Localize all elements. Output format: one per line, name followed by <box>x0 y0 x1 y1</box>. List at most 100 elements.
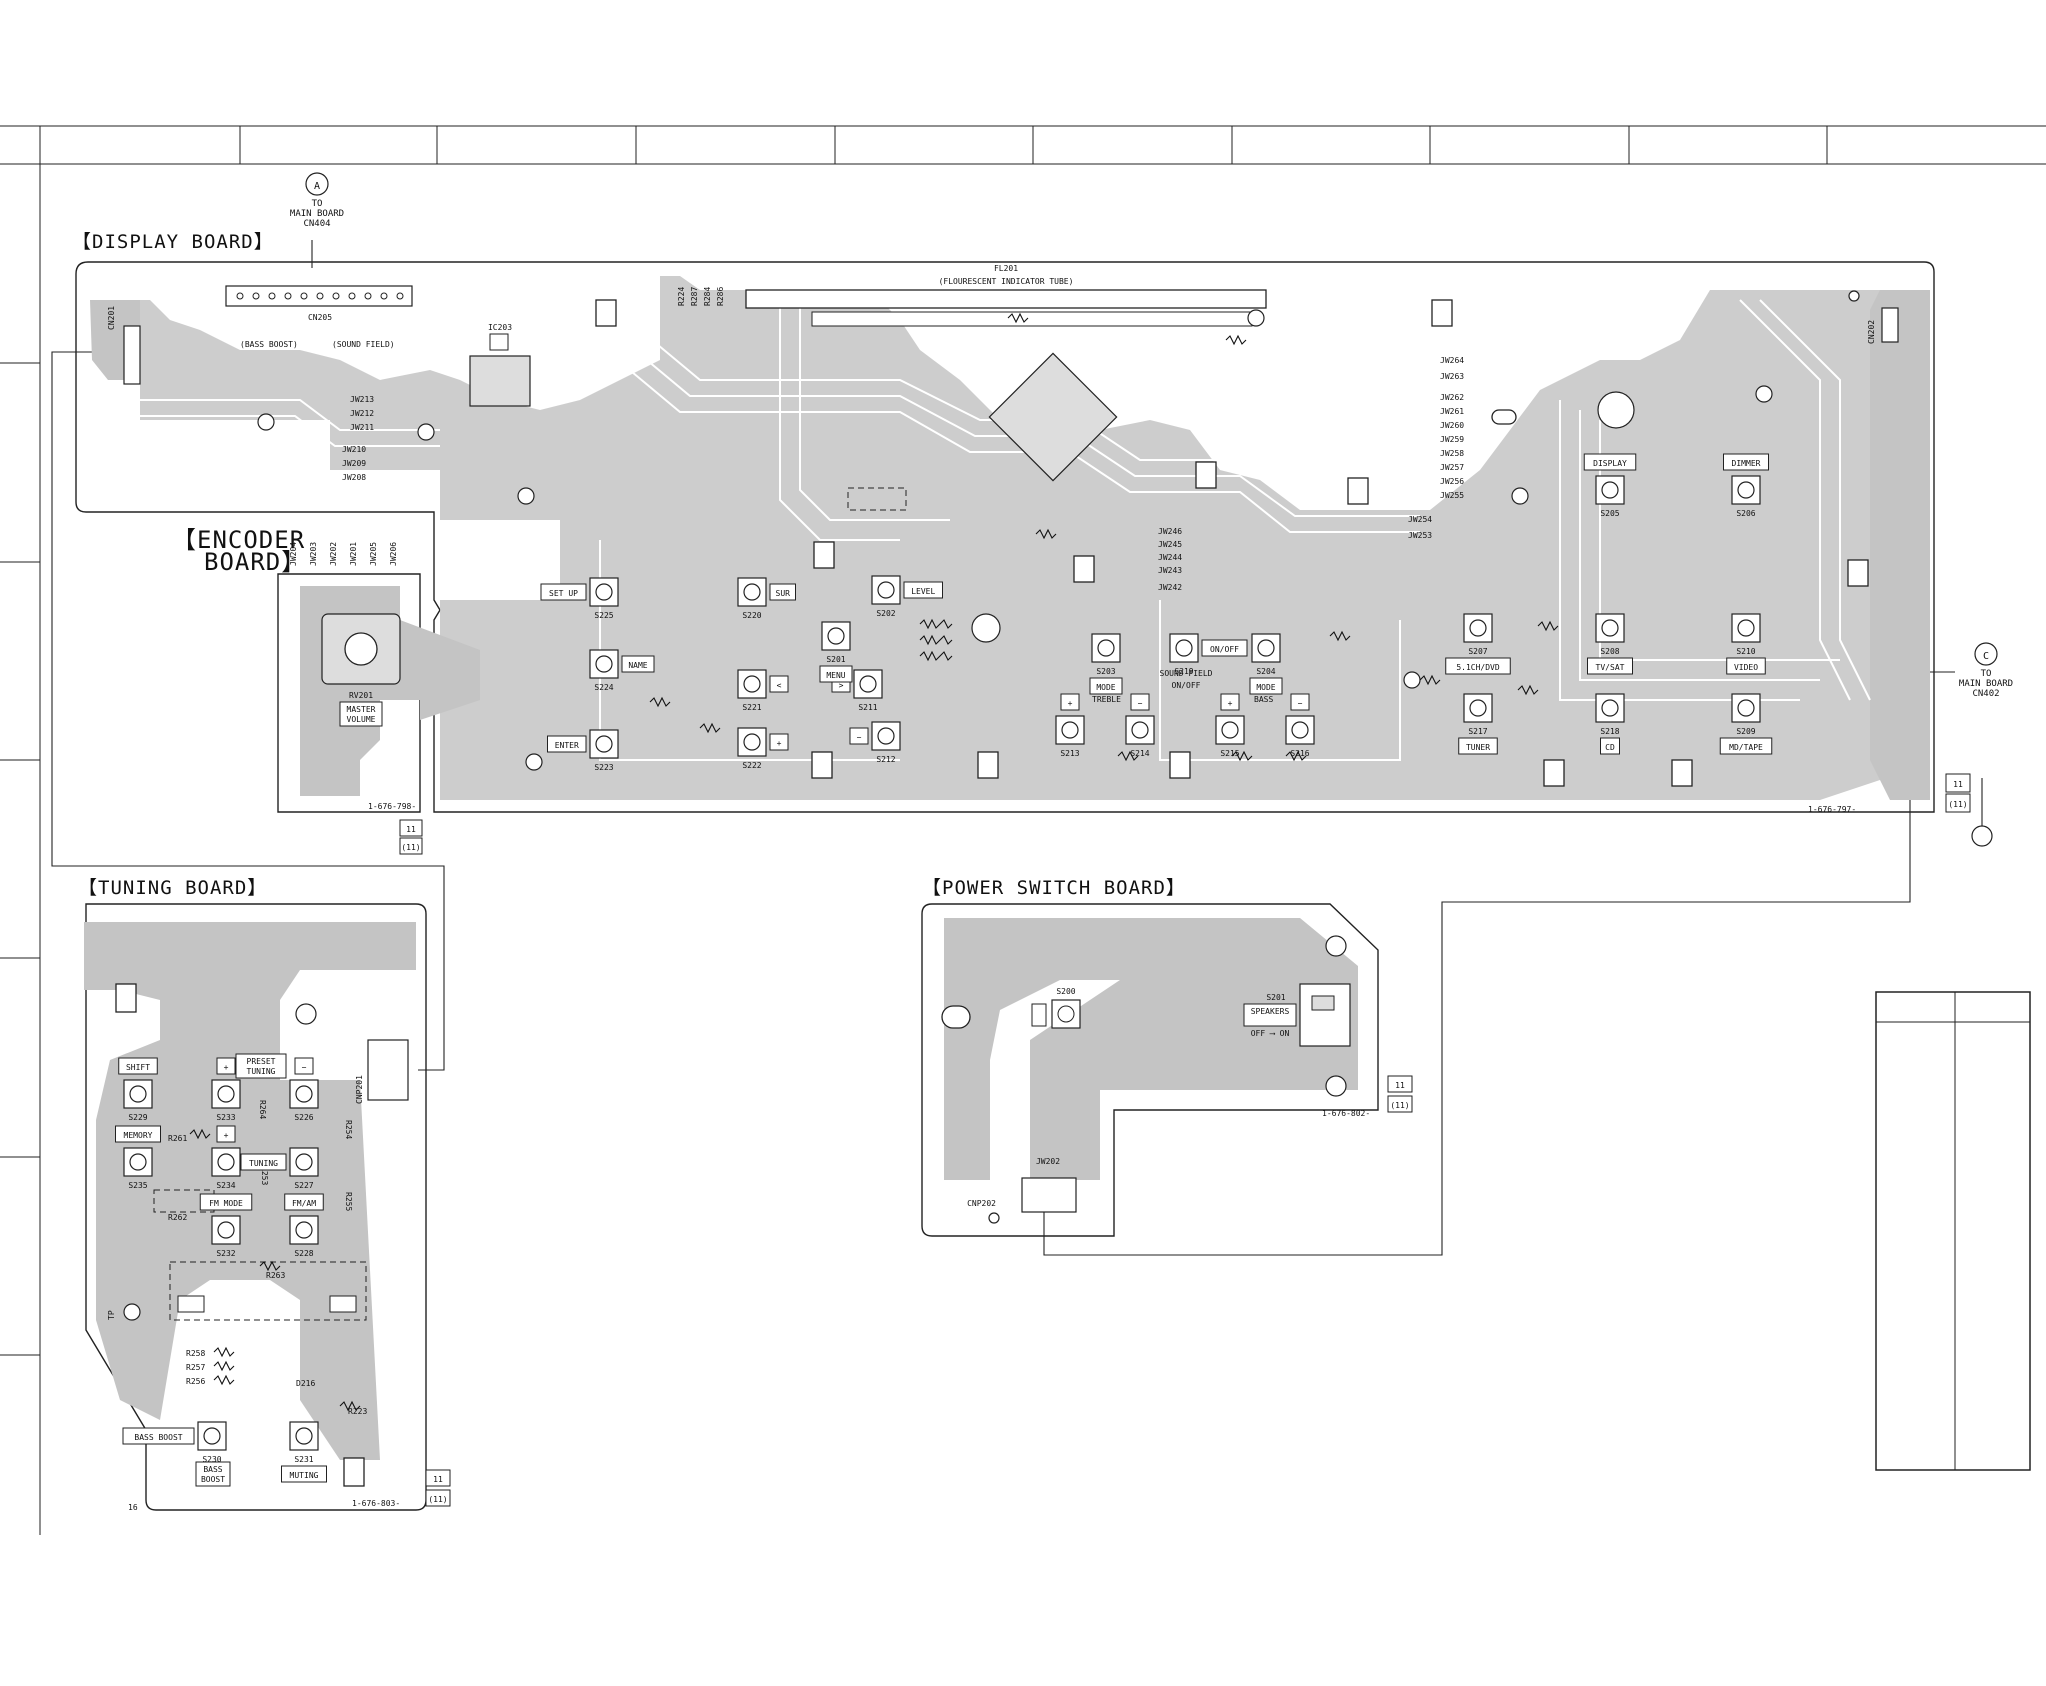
fl-tube-ref: FL201 <box>994 264 1018 273</box>
switch-label: − <box>302 1063 307 1072</box>
switch-ref: S205 <box>1600 509 1619 518</box>
connector-c-cn: CN402 <box>1972 689 1999 699</box>
s201-label: S201 <box>1266 993 1285 1002</box>
switch-label: DISPLAY <box>1593 459 1627 468</box>
preset-tuning-2: TUNING <box>247 1067 276 1076</box>
switch-s226: S226− <box>289 1057 319 1122</box>
switch-label: LEVEL <box>911 587 935 596</box>
encoder-title-1: 【ENCODER <box>172 526 305 554</box>
r256-label: R256 <box>186 1377 205 1386</box>
r257-label: R257 <box>186 1363 205 1372</box>
switch-label: > <box>839 681 844 690</box>
switch-label: + <box>224 1063 229 1072</box>
resistor-label: R284 <box>703 287 712 306</box>
resistor-label: R286 <box>716 287 725 306</box>
switch-label: MENU <box>826 671 845 680</box>
switch-label: SUR <box>776 589 791 598</box>
power-switch-board: 【POWER SWITCH BOARD】 S201 SPEAKERS OFF ⟶… <box>921 877 1413 1237</box>
encoder-sheet: 11 <box>406 825 416 834</box>
switch-s230: S230 BASS BOOST <box>122 1421 227 1464</box>
switch-ref: S224 <box>594 683 613 692</box>
connector-a: A TO MAIN BOARD CN404 <box>290 172 344 229</box>
bass-label: BASS <box>1254 695 1273 704</box>
switch-label: + <box>224 1131 229 1140</box>
r262-label: R262 <box>168 1213 187 1222</box>
tuning-buttons: S229SHIFTS233+S226−S235MEMORYS234+S227TU… <box>115 1057 327 1483</box>
switch-ref: S217 <box>1468 727 1487 736</box>
switch-s213: S213+ <box>1055 693 1085 758</box>
switch-ref: S221 <box>742 703 761 712</box>
switch-label: FM MODE <box>209 1199 243 1208</box>
switch-s212: S212− <box>849 721 901 764</box>
encoder-part-no: 1-676-798- <box>368 802 416 811</box>
speakers-label: SPEAKERS <box>1251 1007 1290 1016</box>
top-resistor-labels: R224 R287 R284 R286 <box>677 287 725 306</box>
bass-boost-tuning-1: BASS <box>203 1465 222 1474</box>
switch-label: MEMORY <box>124 1131 153 1140</box>
tuning-sheet: 11 <box>433 1475 443 1484</box>
switch-ref: S211 <box>858 703 877 712</box>
switch-ref: S214 <box>1130 749 1149 758</box>
switch-ref: S232 <box>216 1249 235 1258</box>
switch-label: MODE <box>1096 683 1115 692</box>
jw-label: JW263 <box>1440 372 1464 381</box>
jw-label: JW212 <box>350 409 374 418</box>
switch-ref: S230 <box>202 1455 221 1464</box>
switch-ref: S228 <box>294 1249 313 1258</box>
tp-label: TP <box>107 1310 116 1320</box>
switch-ref: S204 <box>1256 667 1275 676</box>
bass-boost-tuning-2: BOOST <box>201 1475 225 1484</box>
s200-label: S200 <box>1056 987 1075 996</box>
switch-s221: S221< <box>737 669 789 712</box>
switch-ref: S235 <box>128 1181 147 1190</box>
display-sheet-paren: (11) <box>1948 800 1967 809</box>
switch-label: MODE <box>1256 683 1275 692</box>
switch-ref: S215 <box>1220 749 1239 758</box>
switch-ref: S233 <box>216 1113 235 1122</box>
jw-label: JW261 <box>1440 407 1464 416</box>
jw-label: JW255 <box>1440 491 1464 500</box>
switch-label: DIMMER <box>1732 459 1761 468</box>
switch-s235: S235 MEMORY <box>115 1125 161 1190</box>
jw-label: JW205 <box>369 542 378 566</box>
switch-s222: S222+ <box>737 727 789 770</box>
switch-label: MD/TAPE <box>1729 743 1763 752</box>
jw-label: JW242 <box>1158 583 1182 592</box>
tuning-sheet-paren: (11) <box>428 1495 447 1504</box>
preset-tuning-1: PRESET <box>247 1057 276 1066</box>
switch-ref: S212 <box>876 755 895 764</box>
connector-c-letter: C <box>1983 651 1989 662</box>
switch-label: ENTER <box>555 741 579 750</box>
switch-label: TV/SAT <box>1596 663 1625 672</box>
switch-ref: S220 <box>742 611 761 620</box>
jw-label: JW262 <box>1440 393 1464 402</box>
switch-label: CD <box>1605 743 1615 752</box>
power-sheet: 11 <box>1395 1081 1405 1090</box>
jw-label: JW245 <box>1158 540 1182 549</box>
switch-label: BASS BOOST <box>134 1433 182 1442</box>
switch-ref: S223 <box>594 763 613 772</box>
tuning-board: 【TUNING BOARD】 CNP201 TP PRESET TUNING R… <box>78 877 451 1512</box>
jw-left-labels: JW213 JW212 JW211 JW210 JW209 JW208 <box>342 395 374 482</box>
switch-ref: S208 <box>1600 647 1619 656</box>
master-volume-2: VOLUME <box>347 715 376 724</box>
fl-tube-desc: (FLOURESCENT INDICATOR TUBE) <box>939 277 1074 286</box>
switch-label: + <box>1228 699 1233 708</box>
jw-label: JW201 <box>349 542 358 566</box>
resistor-label: R224 <box>677 287 686 306</box>
jw-label: JW264 <box>1440 356 1464 365</box>
switch-s215: S215 + <box>1215 693 1245 758</box>
jw-label: JW244 <box>1158 553 1182 562</box>
jw-label: JW254 <box>1408 515 1432 524</box>
switch-ref: S201 <box>826 655 845 664</box>
jw-label: JW210 <box>342 445 366 454</box>
switch-label: FM/AM <box>292 1199 316 1208</box>
